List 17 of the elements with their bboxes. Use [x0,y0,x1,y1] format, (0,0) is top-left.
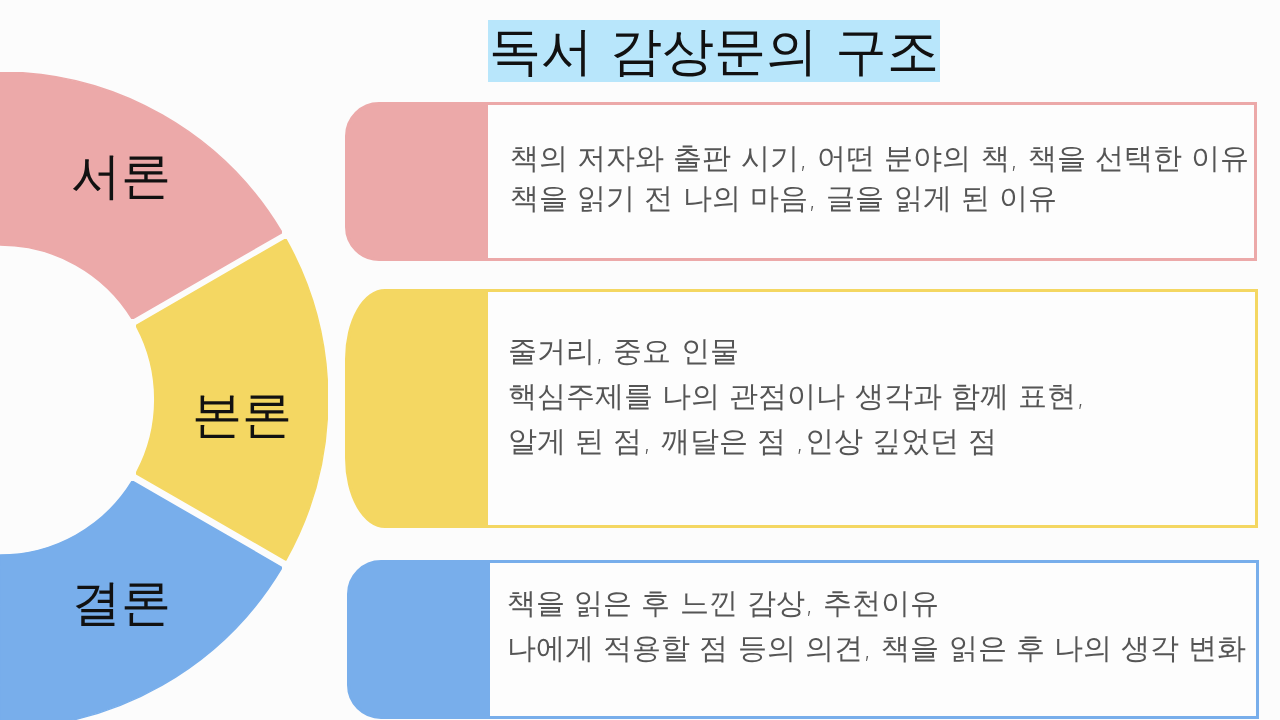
ring-segment [136,239,328,561]
description-text: 나에게 적용할 점 등의 의견, 책을 읽은 후 나의 생각 변화 [507,629,1247,667]
section-card [347,560,1259,719]
description-text: 책을 읽은 후 느낀 감상, 추천이유 [507,584,940,622]
ring-segment [0,480,283,720]
title: 독서 감상문의 구조 [488,20,940,82]
description-text: 책의 저자와 출판 시기, 어떤 분야의 책, 책을 선택한 이유 [510,139,1250,177]
ring-segment [0,72,283,320]
description-text: 알게 된 점, 깨달은 점 ,인상 깊었던 점 [508,423,997,460]
segment-label: 본론 [192,387,292,443]
section-card [345,289,1258,528]
section-card [345,102,1257,261]
segment-label: 결론 [71,575,171,631]
segment-label: 서론 [71,148,171,204]
description-text: 책을 읽기 전 나의 마음, 글을 읽게 된 이유 [510,179,1057,217]
description-text: 핵심주제를 나의 관점이나 생각과 함께 표현, [508,378,1086,415]
description-text: 줄거리, 중요 인물 [508,333,739,370]
